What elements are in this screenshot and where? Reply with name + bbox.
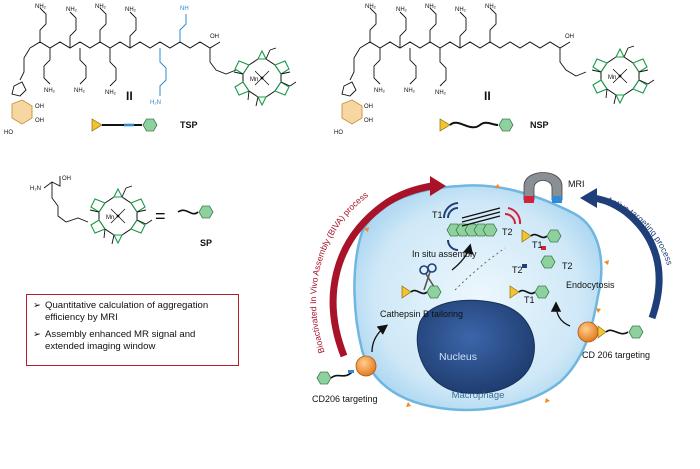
- finding-2-line-2: extended imaging window: [45, 341, 156, 352]
- sp-hexagon-icon: [198, 205, 214, 219]
- tsp-mn: Mn: [250, 77, 258, 83]
- key-findings-box: ➢ Quantitative calculation of aggregatio…: [26, 294, 239, 366]
- nsp-nh2-5: NH₂: [485, 4, 497, 10]
- nsp-nh2-6: NH₂: [374, 88, 386, 94]
- nsp-oh-label: OH: [364, 104, 373, 110]
- t2-label-endo-2: T2: [562, 261, 573, 271]
- cd206-left-hexagon: [316, 371, 332, 385]
- tsp-probe-cartoon: [91, 118, 158, 132]
- cd206-right-label: CD 206 targeting: [582, 350, 650, 360]
- tsp-oh-label: OH: [35, 104, 44, 110]
- nsp-oh-label-2: OH: [364, 118, 373, 124]
- sp-mn: Mn: [106, 215, 114, 221]
- nsp-nh2-1: NH₂: [365, 4, 377, 10]
- nsp-nh2-8: NH₂: [435, 90, 447, 96]
- nsp-nh2-3: NH₂: [425, 4, 437, 10]
- sp-name: SP: [200, 238, 212, 248]
- biva-arrow-head: [430, 176, 446, 196]
- sp-oh: OH: [62, 176, 71, 182]
- tsp-guanidine-top: NH: [180, 6, 189, 12]
- tsp-nh2-4: NH₂: [125, 7, 137, 13]
- arrow-bullet-icon: ➢: [33, 300, 42, 311]
- sp-porphyrin: [89, 185, 153, 245]
- nsp-nh2-4: NH₂: [455, 7, 467, 13]
- finding-item-1: ➢ Quantitative calculation of aggregatio…: [33, 300, 232, 324]
- t2-label-endo-1: T2: [512, 265, 523, 275]
- tsp-nh2-3: NH₂: [95, 4, 107, 10]
- macrophage-label: Macrophage: [452, 390, 505, 401]
- nsp-nh2-2: NH₂: [396, 7, 408, 13]
- cathepsin-label: Cathepsin B tailoring: [380, 309, 463, 319]
- t1-label-stack: T1: [432, 210, 443, 220]
- sp-structure: H₂N OH Mn = SP: [30, 176, 214, 248]
- magnet-icon: [523, 172, 563, 203]
- cd206-receptor-right: [577, 321, 599, 343]
- finding-item-2: ➢ Assembly enhanced MR signal and extend…: [33, 329, 232, 353]
- finding-1-line-1: Quantitative calculation of aggregation: [45, 300, 209, 311]
- arrow-bullet-icon: ➢: [33, 329, 42, 340]
- tsp-structure: OH OH HO NH₂ NH₂ NH₂ NH₂ NH₂ NH₂ NH₂ NH …: [4, 4, 297, 136]
- sp-equals: =: [155, 206, 166, 226]
- endocytosis-label: Endocytosis: [566, 280, 615, 290]
- nsp-name: NSP: [530, 120, 549, 130]
- tsp-oh-acid: OH: [210, 34, 219, 40]
- tsp-oh-label-2: OH: [35, 118, 44, 124]
- nsp-nh2-7: NH₂: [404, 88, 416, 94]
- in-situ-label: In situ assembly: [412, 249, 477, 259]
- tsp-nh2-6: NH₂: [74, 88, 86, 94]
- tsp-nh2-5: NH₂: [44, 88, 56, 94]
- assembly-stack: [442, 202, 522, 251]
- free-sp-hexagon: [540, 255, 556, 269]
- tsp-guanidine-bottom: H₂N: [150, 100, 161, 106]
- cd206-left-label: CD206 targeting: [312, 394, 378, 404]
- t1-label-endo-2: T1: [524, 295, 535, 305]
- nsp-structure: OH OH HO NH₂ NH₂ NH₂ NH₂ NH₂ NH₂ NH₂ NH₂…: [334, 4, 655, 136]
- nsp-porphyrin: [591, 45, 655, 105]
- tsp-ho-label: HO: [4, 130, 13, 136]
- nsp-ho-label: HO: [334, 130, 343, 136]
- finding-1-line-2: efficiency by MRI: [45, 312, 118, 323]
- mri-label: MRI: [568, 179, 585, 189]
- tsp-nh2-7: NH₂: [105, 90, 117, 96]
- nsp-ii-sign: II: [484, 89, 491, 103]
- t1-label-endo-1: T1: [532, 240, 543, 250]
- macrophage-cell: [353, 184, 603, 412]
- tsp-ii-sign: II: [126, 89, 133, 103]
- finding-2-line-1: Assembly enhanced MR signal and: [45, 329, 196, 340]
- tsp-porphyrin: [233, 47, 297, 107]
- sp-h2n: H₂N: [30, 186, 41, 192]
- targeting-arrow-head: [580, 188, 597, 208]
- t2-label-stack: T2: [502, 227, 513, 237]
- tsp-nh2-1: NH₂: [35, 4, 47, 10]
- nsp-oh-acid: OH: [565, 34, 574, 40]
- membrane-receptors: [364, 184, 609, 407]
- nsp-probe-cartoon: [439, 118, 514, 132]
- cd206-receptor-left: [355, 355, 377, 377]
- nsp-mn: Mn: [608, 75, 616, 81]
- nucleus-label: Nucleus: [439, 351, 477, 363]
- tsp-name: TSP: [180, 120, 198, 130]
- tsp-nh2-2: NH₂: [66, 7, 78, 13]
- cd206-right-hexagon: [628, 325, 644, 339]
